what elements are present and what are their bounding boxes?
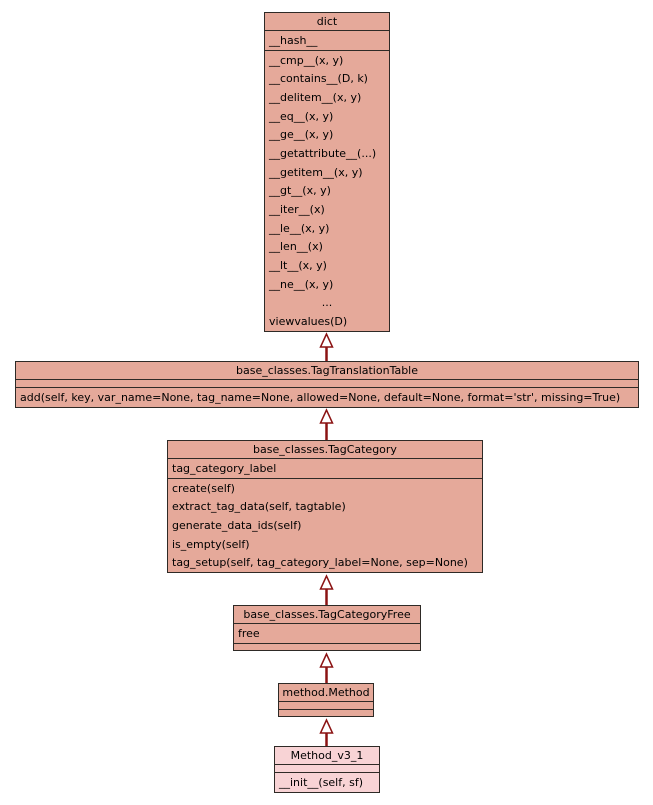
class-title: Method_v3_1: [275, 747, 379, 765]
method-item: __len__(x): [269, 240, 323, 254]
class-title: base_classes.TagCategoryFree: [234, 606, 420, 624]
class-box-tag-translation-table: base_classes.TagTranslationTable add(sel…: [15, 361, 639, 408]
method-item: __eq__(x, y): [269, 109, 334, 123]
inheritance-arrowhead-icon: [319, 332, 334, 348]
method-item: tag_setup(self, tag_category_label=None,…: [172, 556, 468, 570]
inheritance-arrowhead-icon: [319, 652, 334, 668]
method-item: add(self, key, var_name=None, tag_name=N…: [20, 390, 621, 404]
method-item: __cmp__(x, y): [269, 53, 344, 67]
inheritance-arrow-ttt-to-dict: [319, 332, 334, 361]
class-title: base_classes.TagTranslationTable: [16, 362, 638, 380]
attribute-item: free: [238, 626, 260, 640]
attributes-compartment: [16, 380, 638, 387]
inheritance-arrowhead-icon: [319, 574, 334, 590]
method-item: __getattribute__(...): [269, 146, 377, 160]
methods-compartment: add(self, key, var_name=None, tag_name=N…: [16, 387, 638, 407]
attributes-compartment: free: [234, 624, 420, 643]
class-box-tag-category-free: base_classes.TagCategoryFree free: [233, 605, 421, 651]
attributes-compartment: [275, 765, 379, 772]
class-title: method.Method: [279, 684, 373, 702]
method-item: generate_data_ids(self): [172, 518, 302, 532]
method-item: extract_tag_data(self, tagtable): [172, 500, 346, 514]
inheritance-arrow-mm-to-tcf: [319, 652, 334, 683]
inheritance-arrow-mv31-to-mm: [319, 718, 334, 746]
methods-compartment: [279, 709, 373, 716]
methods-compartment: create(self) extract_tag_data(self, tagta…: [168, 477, 482, 572]
method-item: __iter__(x): [269, 203, 325, 217]
methods-compartment: __init__(self, sf): [275, 772, 379, 792]
method-item: create(self): [172, 481, 235, 495]
method-item: __ge__(x, y): [269, 128, 334, 142]
method-item: __gt__(x, y): [269, 184, 331, 198]
inheritance-arrow-tc-to-ttt: [319, 408, 334, 440]
inheritance-arrow-tcf-to-tc: [319, 574, 334, 605]
methods-compartment: __cmp__(x, y) __contains__(D, k) __delitem…: [265, 49, 389, 331]
method-item: __lt__(x, y): [269, 259, 327, 273]
method-item: __init__(self, sf): [279, 775, 364, 789]
method-item: is_empty(self): [172, 537, 250, 551]
method-item: __ne__(x, y): [269, 277, 334, 291]
class-title: base_classes.TagCategory: [168, 441, 482, 459]
class-title: dict: [265, 13, 389, 31]
attributes-compartment: __hash__: [265, 31, 389, 50]
method-item: __getitem__(x, y): [269, 165, 363, 179]
class-box-dict: dict __hash__ __cmp__(x, y) __contains__(…: [264, 12, 390, 332]
method-item: ...: [321, 296, 333, 310]
inheritance-arrowhead-icon: [319, 408, 334, 424]
attributes-compartment: [279, 702, 373, 709]
attribute-item: __hash__: [269, 33, 318, 47]
method-item: __delitem__(x, y): [269, 90, 362, 104]
attributes-compartment: tag_category_label: [168, 459, 482, 478]
method-item: __le__(x, y): [269, 221, 330, 235]
class-box-method-v3-1: Method_v3_1 __init__(self, sf): [274, 746, 380, 793]
inheritance-arrowhead-icon: [319, 718, 334, 734]
class-box-method-method: method.Method: [278, 683, 374, 717]
attribute-item: tag_category_label: [172, 461, 277, 475]
method-item: __contains__(D, k): [269, 72, 368, 86]
methods-compartment: [234, 642, 420, 650]
method-item: viewvalues(D): [269, 315, 348, 329]
class-box-tag-category: base_classes.TagCategory tag_category_la…: [167, 440, 483, 574]
